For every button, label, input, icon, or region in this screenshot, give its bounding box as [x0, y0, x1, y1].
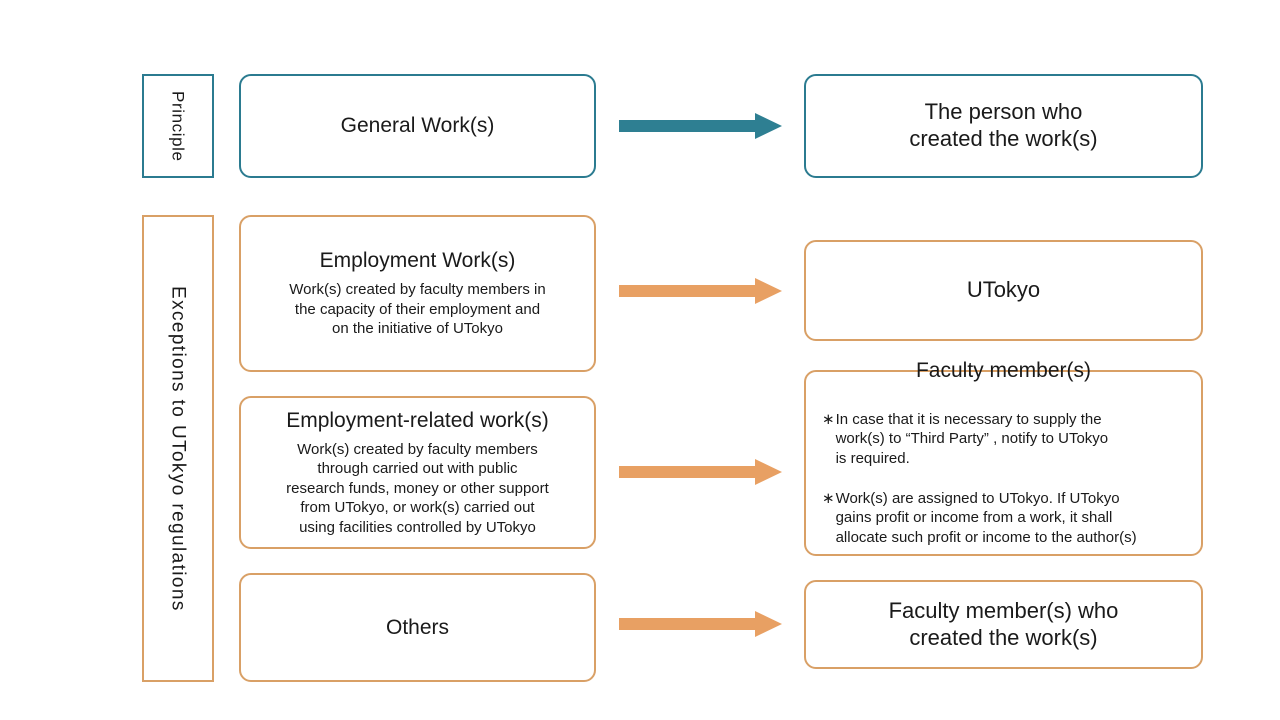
bullet-text: In case that it is necessary to supply t… — [835, 410, 1109, 467]
box-faculty-members-who-created: Faculty member(s) who created the work(s… — [804, 580, 1203, 669]
box-others: Others — [239, 573, 596, 682]
box-faculty-members-detail: Faculty member(s) ∗ In case that it is n… — [804, 359, 1203, 556]
box-general-works: General Work(s) — [239, 74, 596, 178]
arrow-employment-related-to-faculty — [619, 458, 782, 486]
box-utokyo-title: UTokyo — [966, 277, 1041, 303]
box-employment-related-works-body: Work(s) created by faculty members throu… — [286, 440, 549, 536]
bullet-item: ∗ Work(s) are assigned to UTokyo. If UTo… — [822, 489, 1187, 548]
box-person-who-created: The person who created the work(s) — [804, 74, 1203, 178]
box-utokyo: UTokyo — [804, 240, 1203, 341]
box-employment-works: Employment Work(s) Work(s) created by fa… — [239, 215, 596, 372]
rail-exceptions: Exceptions to UTokyo regulations — [142, 215, 214, 682]
box-general-works-title: General Work(s) — [340, 114, 495, 138]
rail-exceptions-label: Exceptions to UTokyo regulations — [167, 285, 189, 612]
box-faculty-members-detail-title: Faculty member(s) — [915, 359, 1092, 383]
box-person-who-created-title: The person who created the work(s) — [909, 99, 1098, 151]
bullet-text: Work(s) are assigned to UTokyo. If UToky… — [835, 489, 1137, 546]
rail-principle-label: Principle — [168, 90, 188, 162]
box-others-title: Others — [385, 615, 450, 639]
bullet-item: ∗ In case that it is necessary to supply… — [822, 410, 1187, 469]
box-employment-related-works-title: Employment-related work(s) — [286, 408, 549, 432]
arrow-employment-to-utokyo — [619, 277, 782, 305]
asterisk-icon: ∗ — [822, 410, 835, 428]
box-faculty-members-who-created-title: Faculty member(s) who created the work(s… — [888, 597, 1119, 650]
rail-principle: Principle — [142, 74, 214, 178]
asterisk-icon: ∗ — [822, 489, 835, 507]
arrow-others-to-faculty-created — [619, 610, 782, 638]
box-employment-related-works: Employment-related work(s) Work(s) creat… — [239, 396, 596, 549]
box-employment-works-title: Employment Work(s) — [319, 249, 516, 273]
arrow-general-to-person — [619, 112, 782, 140]
box-faculty-members-detail-body: ∗ In case that it is necessary to supply… — [816, 390, 1191, 568]
box-employment-works-body: Work(s) created by faculty members in th… — [289, 281, 546, 338]
